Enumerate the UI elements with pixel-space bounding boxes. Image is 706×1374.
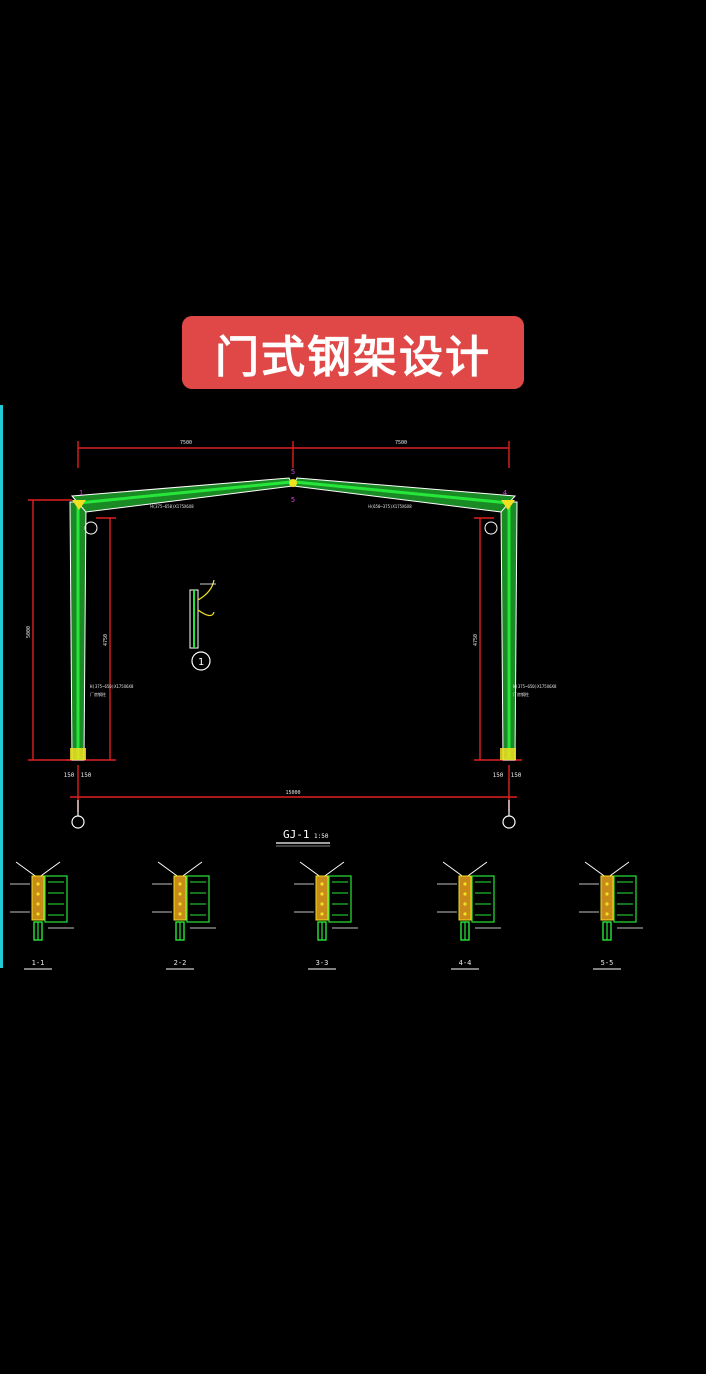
detail-callout: 1: [189, 579, 216, 671]
title-banner: 门式钢架设计: [182, 316, 524, 389]
end-plate: [315, 875, 329, 921]
portal-frame: [69, 477, 518, 761]
left-knee-callout: [84, 521, 98, 535]
rafter-right-label: H(650~375)X175X6X8: [368, 504, 412, 509]
dim-text-height-outer: 5000: [26, 626, 32, 638]
member-labels: H(375~650)X175X6X8 H(650~375)X175X6X8 H(…: [90, 504, 557, 697]
node-label-left: 1: [79, 489, 83, 497]
drawing-id: GJ-1: [283, 828, 310, 841]
axis-marker-left: [71, 815, 85, 829]
axis-marker-right: [502, 815, 516, 829]
callout-number: 1: [198, 657, 204, 668]
dim-text-base-right-a: 150: [493, 772, 504, 779]
section-label: 3-3: [316, 959, 329, 967]
section-detail-2: 2-2: [152, 861, 216, 970]
dim-text-base-right-b: 150: [511, 772, 522, 779]
end-plate: [173, 875, 187, 921]
section-details: 1-1 2-2 3-3 4-4 5-5: [10, 861, 643, 970]
rafter-left-label: H(375~650)X175X6X8: [150, 504, 194, 509]
drawing-label: GJ-1 1:50: [276, 828, 330, 847]
connection-plate: [613, 875, 637, 923]
right-knee-node: [501, 500, 515, 510]
section-detail-4: 4-4: [437, 861, 501, 970]
title-text: 门式钢架设计: [215, 331, 491, 383]
dim-text-right-span: 7500: [395, 440, 407, 446]
grid-axis-markers: [71, 800, 516, 829]
connection-plate: [471, 875, 495, 923]
node-labels: 5 5 1 4: [79, 468, 507, 504]
node-label-right: 4: [503, 489, 507, 497]
dim-text-height-left: 4750: [103, 634, 109, 646]
callout-circle: [191, 651, 211, 671]
connection-plate: [328, 875, 352, 923]
left-rafter-web: [77, 480, 292, 505]
dim-text-base-left-a: 150: [64, 772, 75, 779]
section-label: 4-4: [459, 959, 472, 967]
col-left-label: H(375~650)X175X6X8: [90, 684, 134, 689]
right-base-plate: [500, 748, 516, 760]
node-markers: [70, 479, 516, 760]
section-detail-3: 3-3: [294, 861, 358, 970]
connection-plate: [186, 875, 210, 923]
end-plate: [600, 875, 614, 921]
end-plate: [31, 875, 45, 921]
drawing-scale: 1:50: [314, 833, 329, 840]
dim-text-total-span: 15000: [285, 790, 300, 796]
section-label: 1-1: [32, 959, 45, 967]
ridge-node: [289, 479, 297, 487]
left-knee-node: [72, 500, 86, 510]
col-left-note: 厂房钢柱: [90, 691, 106, 697]
right-knee-callout: [484, 521, 498, 535]
left-base-plate: [70, 748, 86, 760]
section-detail-1: 1-1: [10, 861, 74, 970]
cyan-edge-line: [0, 405, 3, 968]
section-label: 2-2: [174, 959, 187, 967]
section-label: 5-5: [601, 959, 614, 967]
col-right-label: H(375~650)X175X6X8: [513, 684, 557, 689]
connection-plate: [44, 875, 68, 923]
node-label-ridge-top: 5: [291, 468, 295, 476]
node-label-ridge-bottom: 5: [291, 496, 295, 504]
dimension-texts: 7500 7500 15000 5000 4750 4750 150 150 1…: [26, 440, 522, 796]
col-right-note: 厂房钢柱: [513, 691, 529, 697]
dim-text-base-left-b: 150: [81, 772, 92, 779]
end-plate: [458, 875, 472, 921]
section-detail-5: 5-5: [579, 861, 643, 970]
dim-text-left-span: 7500: [180, 440, 192, 446]
right-rafter-web: [294, 480, 510, 505]
dim-text-height-right: 4750: [473, 634, 479, 646]
